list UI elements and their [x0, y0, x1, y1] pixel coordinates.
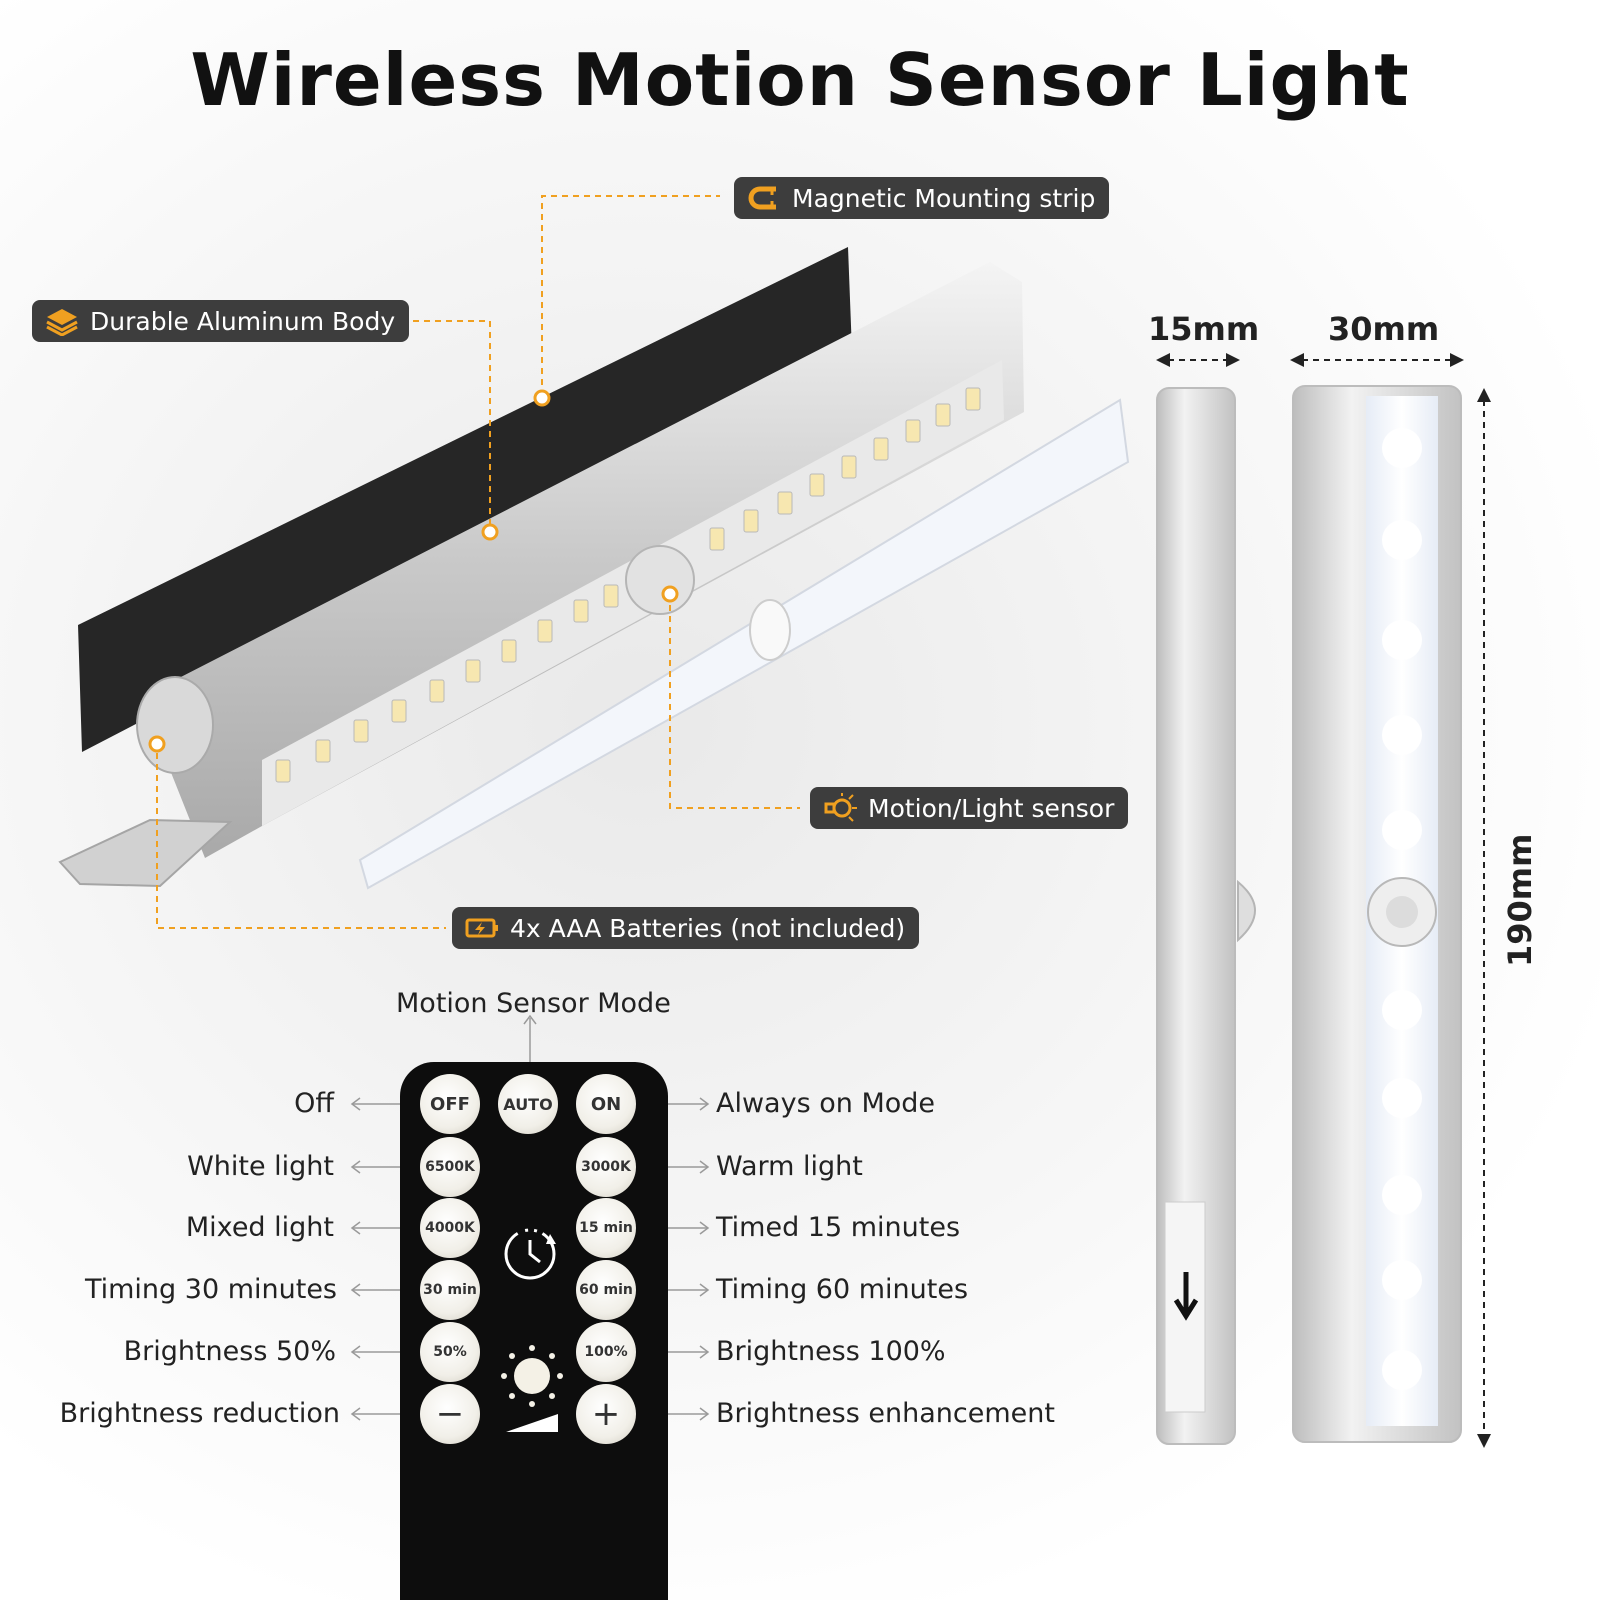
label-brightness-reduction: Brightness reduction — [59, 1398, 340, 1429]
remote-control: OFF AUTO ON 6500K 3000K 4000K 15 min 30 … — [400, 1062, 668, 1600]
dimension-depth: 15mm — [1148, 310, 1260, 348]
timer-30-button[interactable]: 30 min — [420, 1260, 480, 1320]
brightness-minus-button[interactable]: − — [420, 1384, 480, 1444]
label-brightness-100: Brightness 100% — [716, 1336, 946, 1367]
callout-magnetic-strip-label: Magnetic Mounting strip — [792, 183, 1096, 213]
label-always-on: Always on Mode — [716, 1088, 936, 1119]
sensor-bulb-icon — [824, 793, 857, 822]
brightness-100-button[interactable]: 100% — [576, 1322, 636, 1382]
dimension-width: 30mm — [1328, 310, 1440, 348]
battery-icon — [465, 918, 498, 938]
callout-aluminum-body: Durable Aluminum Body — [32, 300, 410, 342]
brightness-50-button[interactable]: 50% — [420, 1322, 480, 1382]
diffuser-cover — [358, 398, 1130, 890]
label-white-light: White light — [187, 1151, 334, 1182]
led-chips — [275, 387, 981, 783]
clock-icon — [504, 1228, 556, 1280]
side-view-bar — [1156, 387, 1236, 1445]
label-warm-light: Warm light — [716, 1151, 863, 1182]
auto-button[interactable]: AUTO — [498, 1074, 558, 1134]
magnetic-strip — [78, 247, 852, 752]
callout-magnetic-strip: Magnetic Mounting strip — [734, 177, 1110, 219]
mounting-bracket — [58, 818, 233, 888]
label-brightness-50: Brightness 50% — [123, 1336, 336, 1367]
motion-sensor-mode-title: Motion Sensor Mode — [396, 988, 671, 1019]
callout-motion-sensor-label: Motion/Light sensor — [868, 793, 1115, 823]
brightness-plus-button[interactable]: + — [576, 1384, 636, 1444]
magnet-icon — [748, 186, 776, 210]
label-brightness-enhancement: Brightness enhancement — [716, 1398, 1055, 1429]
label-mixed-light: Mixed light — [185, 1212, 334, 1243]
callout-motion-sensor: Motion/Light sensor — [810, 787, 1129, 829]
layers-icon — [46, 309, 78, 336]
off-button[interactable]: OFF — [420, 1074, 480, 1134]
page-title: Wireless Motion Sensor Light — [190, 38, 1410, 122]
callout-batteries: 4x AAA Batteries (not included) — [452, 907, 920, 949]
dimension-length: 190mm — [1501, 833, 1539, 967]
label-timed-15: Timed 15 minutes — [716, 1212, 961, 1243]
4000k-button[interactable]: 4000K — [420, 1198, 480, 1258]
brightness-icon — [501, 1345, 563, 1432]
label-timing-30: Timing 30 minutes — [84, 1274, 337, 1305]
label-timing-60: Timing 60 minutes — [716, 1274, 969, 1305]
3000k-button[interactable]: 3000K — [576, 1137, 636, 1197]
front-led-dots — [1382, 428, 1422, 1390]
on-button[interactable]: ON — [576, 1074, 636, 1134]
timer-60-button[interactable]: 60 min — [576, 1260, 636, 1320]
6500k-button[interactable]: 6500K — [420, 1137, 480, 1197]
callout-aluminum-body-label: Durable Aluminum Body — [90, 306, 396, 336]
label-off: Off — [294, 1088, 334, 1119]
callout-batteries-label: 4x AAA Batteries (not included) — [510, 913, 906, 943]
body-sensor — [625, 545, 695, 615]
timer-15-button[interactable]: 15 min — [576, 1198, 636, 1258]
